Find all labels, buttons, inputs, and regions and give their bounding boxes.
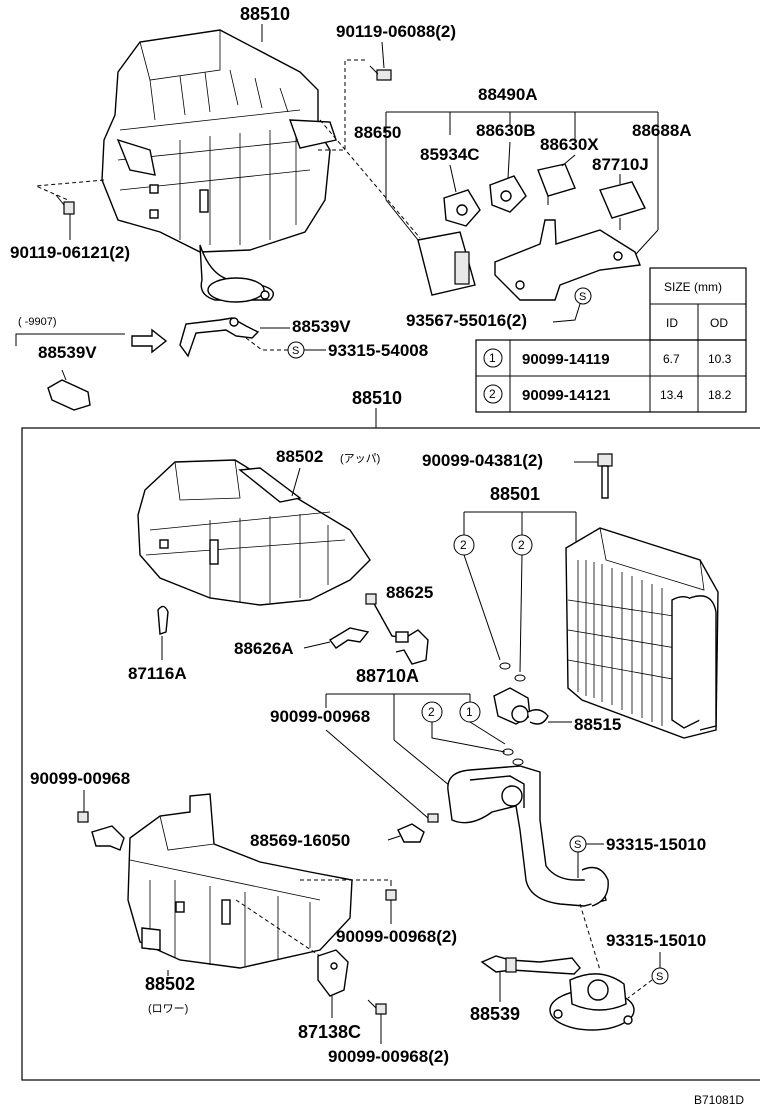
screw-04381-icon bbox=[597, 453, 613, 499]
label-screw-00968-d: 90099-00968(2) bbox=[328, 1047, 449, 1066]
table-row-part: 90099-14119 bbox=[522, 351, 610, 368]
label-p88625: 88625 bbox=[386, 583, 433, 602]
label-evaporator: 88501 bbox=[490, 484, 540, 504]
table-col-od: OD bbox=[710, 316, 728, 330]
relay-88630B-icon bbox=[489, 175, 527, 213]
screw-00968-left-icon bbox=[77, 811, 89, 823]
table-row-part: 90099-14121 bbox=[522, 387, 610, 404]
callout-s: S bbox=[574, 839, 581, 851]
screw-00968-c-icon bbox=[385, 880, 397, 901]
label-p88688A: 88688A bbox=[632, 121, 692, 140]
heater-unit-top-assembly bbox=[101, 29, 337, 303]
table-title: SIZE (mm) bbox=[664, 280, 722, 294]
table-row-id: 6.7 bbox=[663, 352, 680, 366]
assembly-frame bbox=[21, 427, 760, 1081]
callout-s-icon bbox=[651, 967, 669, 985]
label-screw-top: 90119-06088(2) bbox=[336, 22, 456, 41]
callout-s: S bbox=[292, 345, 299, 357]
label-screw-04381: 90099-04381(2) bbox=[422, 451, 543, 470]
callout-s: S bbox=[656, 971, 663, 983]
label-screw-left: 90119-06121(2) bbox=[10, 243, 130, 262]
relay-88630X-icon bbox=[537, 163, 576, 205]
sensor-88539V-left-icon bbox=[47, 369, 91, 411]
label-p88630B: 88630B bbox=[476, 121, 536, 140]
blower-motor-icon bbox=[549, 973, 635, 1031]
refrigerant-pipe-icon bbox=[447, 765, 609, 907]
lower-case-icon bbox=[127, 793, 353, 969]
callout-s: S bbox=[579, 291, 586, 303]
label-box-assembly: 88510 bbox=[352, 388, 402, 408]
callout-one: 1 bbox=[466, 705, 473, 719]
harness-88625-icon bbox=[365, 593, 429, 665]
label-clamp-16050: 88569-16050 bbox=[250, 831, 350, 850]
callout-s-icon bbox=[574, 287, 592, 305]
relay-bracket-icon bbox=[494, 219, 641, 301]
label-p88710A: 88710A bbox=[356, 666, 419, 686]
label-screw-00968-c: 90099-00968(2) bbox=[336, 927, 457, 946]
bracket-87138C-icon bbox=[317, 949, 349, 997]
sensor-88539-icon bbox=[480, 955, 581, 975]
label-screw-93567: 93567-55016(2) bbox=[406, 311, 527, 330]
clip-88626A-icon bbox=[328, 627, 370, 649]
label-upper-case-note: (アッパ) bbox=[340, 452, 380, 465]
label-p87710J: 87710J bbox=[592, 155, 649, 174]
size-table: SIZE (mm) ID OD 1 90099-14119 6.7 10.3 2… bbox=[475, 267, 747, 413]
screw-00968-pipe-icon bbox=[427, 813, 439, 823]
label-screw-93315-15010-b: 93315-15010 bbox=[606, 931, 706, 950]
label-p88515: 88515 bbox=[574, 715, 621, 734]
evaporator-core-icon bbox=[565, 527, 719, 739]
label-screw-93315-15010-a: 93315-15010 bbox=[606, 835, 706, 854]
label-p88626A: 88626A bbox=[234, 639, 294, 658]
callout-two: 2 bbox=[518, 538, 525, 552]
label-relay-group: 88490A bbox=[478, 85, 538, 104]
label-screw-00968-a: 90099-00968 bbox=[270, 707, 370, 726]
bracket-left-icon bbox=[91, 825, 125, 851]
label-p88539V-left: 88539V bbox=[38, 343, 97, 362]
clamp-16050-icon bbox=[397, 823, 425, 843]
label-p88539: 88539 bbox=[470, 1004, 520, 1024]
label-screw-00968-b: 90099-00968 bbox=[30, 769, 130, 788]
label-lower-case-note: (ロワー) bbox=[148, 1003, 188, 1015]
screw-top-icon bbox=[369, 65, 392, 81]
clip-87116A-icon bbox=[157, 605, 169, 635]
upper-case-icon bbox=[137, 459, 371, 606]
screw-00968-d-icon bbox=[367, 999, 387, 1015]
table-col-id: ID bbox=[666, 316, 678, 330]
relay-85934C-icon bbox=[443, 189, 481, 227]
label-p87138C: 87138C bbox=[298, 1022, 361, 1042]
label-lower-case: 88502 bbox=[145, 974, 195, 994]
label-top-assembly: 88510 bbox=[240, 4, 290, 24]
arrow-right-icon bbox=[131, 328, 168, 354]
sensor-88539V-icon bbox=[179, 317, 260, 358]
label-p88630X: 88630X bbox=[540, 135, 599, 154]
table-row-key: 2 bbox=[489, 387, 496, 401]
table-row-id: 13.4 bbox=[660, 388, 684, 402]
label-upper-case: 88502 bbox=[276, 447, 323, 466]
table-row-od: 10.3 bbox=[708, 352, 732, 366]
relay-87710J-icon bbox=[599, 181, 646, 230]
expansion-valve-icon bbox=[493, 687, 549, 725]
amplifier-module-icon bbox=[417, 231, 476, 296]
screw-left-icon bbox=[55, 194, 75, 215]
label-p88650: 88650 bbox=[354, 123, 401, 142]
callout-two: 2 bbox=[428, 705, 435, 719]
callout-two: 2 bbox=[460, 538, 467, 552]
label-p87116A: 87116A bbox=[128, 664, 187, 683]
label-screw-93315-54008: 93315-54008 bbox=[328, 341, 428, 360]
reference-code: B71081D bbox=[694, 1093, 744, 1107]
table-row-od: 18.2 bbox=[708, 388, 732, 402]
label-p85934C: 85934C bbox=[420, 145, 480, 164]
label-date-range: ( -9907) bbox=[18, 316, 57, 328]
label-p88539V: 88539V bbox=[292, 317, 351, 336]
table-row-key: 1 bbox=[489, 351, 496, 365]
